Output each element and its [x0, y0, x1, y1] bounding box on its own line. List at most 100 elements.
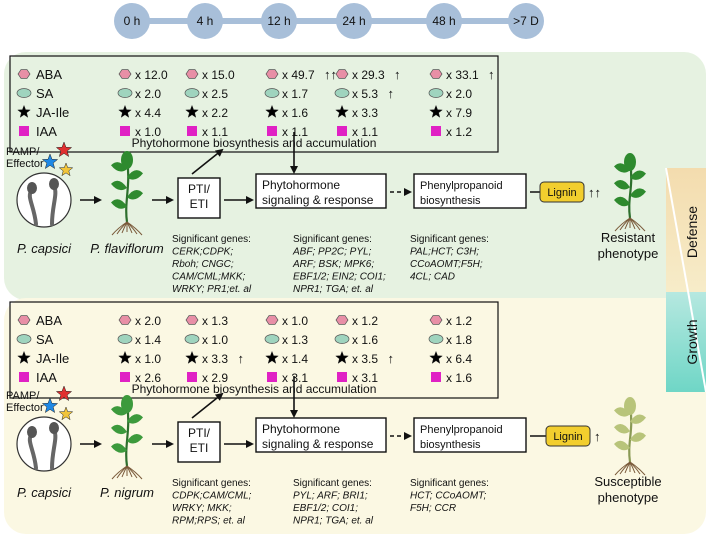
sa-icon [428, 334, 444, 344]
ja-ile-icon [265, 350, 279, 364]
sa-icon [428, 88, 444, 98]
susceptible-fold-value: x 1.2 [352, 314, 378, 328]
resistant-effector-icon [41, 141, 74, 177]
resistant-genes-signaling: EBF1/2; EIN2; COI1; [293, 272, 386, 283]
signaling-label: Phytohormone [262, 422, 340, 436]
timeline-circle [187, 3, 223, 39]
timeline-circle [426, 3, 462, 39]
susceptible-fold-value: x 1.0 [135, 352, 161, 366]
sa-icon [16, 334, 32, 344]
susceptible-legend-sa: SA [36, 332, 54, 347]
resistant-fold-value: x 1.0 [135, 125, 161, 139]
ja-ile-icon [265, 104, 279, 118]
resistant-fold-value: x 12.0 [135, 68, 168, 82]
resistant-genes-pti: WRKY; PR1;et. al [172, 284, 252, 295]
sa-icon [16, 88, 32, 98]
susceptible-phenotype-plant-icon [614, 397, 646, 476]
signaling-box [255, 417, 387, 453]
susceptible-phenotype-label: Susceptible [594, 474, 661, 489]
resistant-genes-phenyl: CCoAOMT;F5H; [410, 259, 483, 270]
timeline-circle [261, 3, 297, 39]
ja-ile-icon [429, 104, 443, 118]
iaa-icon [431, 372, 441, 382]
susceptible-legend-ja-ile: JA-Ile [36, 351, 69, 366]
resistant-genes-phenyl: Significant genes: [410, 234, 489, 245]
susceptible-fold-value: x 1.8 [446, 333, 472, 347]
aba-icon [185, 315, 199, 325]
resistant-genes-signaling: Significant genes: [293, 234, 372, 245]
susceptible-fold-value: x 3.1 [352, 371, 378, 385]
resistant-lignin-box [539, 181, 585, 203]
iaa-icon [431, 126, 441, 136]
phenyl-box [413, 417, 527, 453]
susceptible-genes-signaling: Significant genes: [293, 478, 372, 489]
resistant-lignin-label: Lignin [547, 187, 576, 199]
susceptible-up-arrow: ↑ [388, 351, 395, 366]
signaling-label: signaling & response [262, 193, 374, 207]
susceptible-pathogen-name: P. capsici [17, 485, 72, 500]
aba-icon [335, 315, 349, 325]
timeline-circle [508, 3, 544, 39]
resistant-fold-value: x 1.2 [446, 125, 472, 139]
sa-icon [184, 334, 200, 344]
iaa-icon [337, 372, 347, 382]
susceptible-arrow-up [191, 392, 224, 419]
ja-ile-icon [17, 104, 31, 118]
susceptible-fold-value: x 3.3 [202, 352, 228, 366]
timeline-label: 48 h [432, 14, 455, 28]
resistant-legend-sa: SA [36, 86, 54, 101]
timeline-circle [336, 3, 372, 39]
resistant-fold-value: x 7.9 [446, 106, 472, 120]
susceptible-host-name: P. nigrum [100, 485, 154, 500]
iaa-icon [267, 126, 277, 136]
resistant-phenotype-plant-icon [614, 153, 646, 232]
resistant-up-arrow: ↑ [488, 67, 495, 82]
sa-icon [117, 88, 133, 98]
aba-icon [335, 69, 349, 79]
ja-ile-icon [335, 104, 349, 118]
aba-icon [118, 315, 132, 325]
susceptible-genes-signaling: PYL; ARF; BRI1; [293, 491, 368, 502]
aba-icon [265, 315, 279, 325]
susceptible-genes-signaling: EBF1/2; COI1; [293, 503, 358, 514]
aba-icon [429, 69, 443, 79]
ja-ile-icon [118, 350, 132, 364]
resistant-arrow-up [191, 148, 224, 175]
resistant-fold-value: x 1.7 [282, 87, 308, 101]
phenyl-label: Phenylpropanoid [420, 180, 503, 192]
aba-icon [17, 69, 31, 79]
susceptible-legend-aba: ABA [36, 313, 62, 328]
susceptible-up-arrow: ↑ [238, 351, 245, 366]
susceptible-host-plant-icon [111, 395, 143, 480]
susceptible-fold-value: x 1.0 [282, 314, 308, 328]
resistant-fold-value: x 2.0 [446, 87, 472, 101]
iaa-icon [337, 126, 347, 136]
ja-ile-icon [185, 350, 199, 364]
sa-icon [334, 334, 350, 344]
susceptible-lignin-box [545, 425, 591, 447]
susceptible-pathogen-icon [16, 416, 72, 472]
resistant-fold-value: x 2.5 [202, 87, 228, 101]
ja-ile-icon [17, 350, 31, 364]
pti-label: PTI/ [188, 182, 211, 196]
ja-ile-icon [118, 104, 132, 118]
resistant-genes-signaling: NPR1; TGA; et. al [293, 284, 374, 295]
timeline-label: 4 h [197, 14, 214, 28]
signaling-label: Phytohormone [262, 178, 340, 192]
susceptible-panel-heading: Phytohormone biosynthesis and accumulati… [132, 382, 377, 396]
susceptible-genes-signaling: NPR1; TGA; et. al [293, 516, 374, 527]
resistant-genes-phenyl: 4CL; CAD [410, 272, 455, 283]
resistant-up-arrow: ↑ [388, 86, 395, 101]
susceptible-genes-phenyl: HCT; CCoAOMT; [410, 491, 487, 502]
resistant-fold-value: x 2.0 [135, 87, 161, 101]
sa-icon [264, 334, 280, 344]
sa-icon [117, 334, 133, 344]
susceptible-genes-phenyl: F5H; CCR [410, 503, 456, 514]
resistant-fold-value: x 3.3 [352, 106, 378, 120]
susceptible-lignin-arrow: ↑ [594, 429, 601, 444]
aba-icon [118, 69, 132, 79]
susceptible-fold-value: x 1.0 [202, 333, 228, 347]
resistant-host-name: P. flaviflorum [90, 241, 164, 256]
